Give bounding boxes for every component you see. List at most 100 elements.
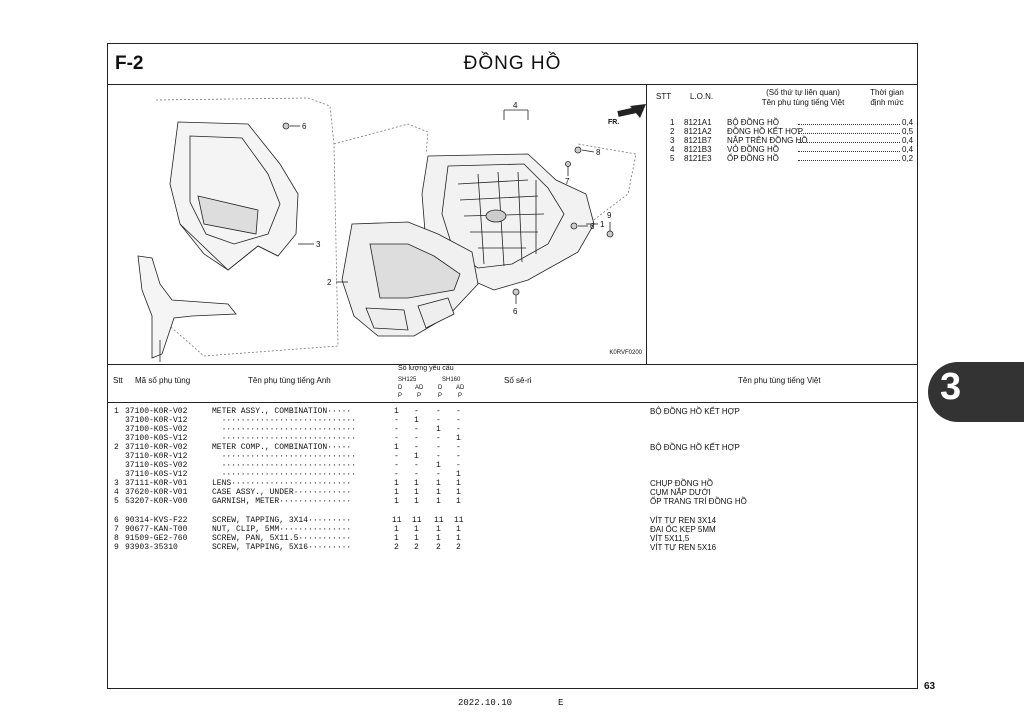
row-qty-4: 1 [456, 497, 461, 506]
th-p2: P [417, 393, 422, 399]
table-row: 37100-K0S-V12 ··························… [108, 434, 917, 443]
table-row: 37110-K0S-V12 ··························… [108, 470, 917, 479]
row-english-name: LENS························· [212, 479, 352, 488]
row-qty-3: 1 [436, 525, 441, 534]
exploded-diagram: FR. 1 2 3 4 5 6 6 6 7 8 9 K0RVF0200 [108, 84, 647, 364]
callout-9: 9 [607, 211, 612, 220]
row-english-name: SCREW, PAN, 5X11.5··········· [212, 534, 352, 543]
row-qty-1: - [394, 434, 399, 443]
row-part-number: 93903-35310 [125, 543, 178, 552]
row-item-number: 8 [114, 534, 119, 543]
row-qty-4: - [456, 443, 461, 452]
row-qty-2: - [414, 443, 419, 452]
row-qty-3: 1 [436, 479, 441, 488]
th-p4: P [458, 393, 463, 399]
row-qty-1: - [394, 416, 399, 425]
legend-header-name: (Số thứ tự liên quan) Tên phụ tùng tiếng… [738, 88, 868, 108]
th-vietnamese-name: Tên phụ tùng tiếng Việt [738, 376, 821, 385]
callout-6b: 6 [590, 222, 595, 231]
legend-time: 0,2 [902, 154, 914, 163]
row-vietnamese-name: ĐAI ỐC KẸP 5MM [650, 525, 716, 534]
row-english-name: METER ASSY., COMBINATION····· [212, 407, 352, 416]
legend-header-name-1: (Số thứ tự liên quan) [766, 88, 840, 97]
legend-leader-dots [798, 127, 900, 134]
diagram-divider [108, 364, 917, 365]
legend-stt: 1 [670, 118, 675, 127]
row-qty-1: 1 [394, 443, 399, 452]
table-row: 37110-K0S-V02 ··························… [108, 461, 917, 470]
row-qty-3: - [436, 470, 441, 479]
legend-time: 0,4 [902, 136, 914, 145]
th-d1: D [398, 385, 403, 391]
row-qty-2: - [414, 470, 419, 479]
row-qty-4: 1 [456, 488, 461, 497]
row-qty-3: 1 [436, 461, 441, 470]
row-vietnamese-name: ỐP TRANG TRÍ ĐỒNG HỒ [650, 497, 747, 506]
row-qty-3: 1 [436, 497, 441, 506]
legend-name: NẮP TRÊN ĐỒNG HỒ [727, 136, 808, 145]
th-part-number: Mã số phụ tùng [135, 376, 191, 385]
legend-lon: 8121B3 [684, 145, 712, 154]
callout-7: 7 [565, 177, 570, 186]
row-qty-4: - [456, 452, 461, 461]
row-qty-3: - [436, 416, 441, 425]
legend-lon: 8121A2 [684, 127, 712, 136]
legend-stt: 4 [670, 145, 675, 154]
legend-leader-dots [798, 145, 900, 152]
row-qty-2: 1 [414, 525, 419, 534]
th-ad1: AD [415, 385, 424, 391]
callout-3: 3 [316, 240, 321, 249]
legend-lon: 8121A1 [684, 118, 712, 127]
row-item-number: 4 [114, 488, 119, 497]
row-english-name: ···························· [212, 434, 357, 443]
row-qty-1: - [394, 461, 399, 470]
row-qty-2: 1 [414, 534, 419, 543]
th-sh125: SH125 [398, 377, 417, 383]
row-qty-3: - [436, 434, 441, 443]
th-quantity: Số lượng yêu cầu [398, 365, 454, 372]
page-title: ĐỒNG HỒ [463, 53, 562, 74]
row-qty-2: 1 [414, 497, 419, 506]
table-row: 37100-K0S-V02 ··························… [108, 425, 917, 434]
row-qty-1: 1 [394, 407, 399, 416]
row-part-number: 37100-K0R-V02 [125, 407, 188, 416]
row-item-number: 9 [114, 543, 119, 552]
row-part-number: 37100-K0S-V02 [125, 425, 188, 434]
table-row: 37110-K0R-V12 ··························… [108, 452, 917, 461]
callout-1: 1 [600, 220, 605, 229]
row-qty-4: 1 [456, 434, 461, 443]
row-qty-2: 1 [414, 488, 419, 497]
row-part-number: 37100-K0R-V12 [125, 416, 188, 425]
row-qty-1: - [394, 452, 399, 461]
row-qty-1: 2 [394, 543, 399, 552]
th-serial: Số sê-ri [504, 376, 532, 385]
row-qty-3: 11 [434, 516, 444, 525]
diagram-ref-code: K0RVF0200 [609, 350, 642, 356]
th-stt: Stt [113, 376, 123, 385]
row-part-number: 90314-KVS-F22 [125, 516, 188, 525]
row-qty-2: 11 [412, 516, 422, 525]
legend-header-time: Thời gian định mức [862, 88, 912, 108]
header-divider [108, 402, 917, 403]
table-row: 37100-K0R-V12 ··························… [108, 416, 917, 425]
row-vietnamese-name: VÍT 5X11,5 [650, 534, 690, 543]
th-sh160: SH160 [442, 377, 461, 383]
fr-label: FR. [608, 119, 619, 126]
row-vietnamese-name: VÍT TỰ REN 5X16 [650, 543, 717, 552]
row-qty-3: 1 [436, 534, 441, 543]
legend-header-stt: STT [656, 92, 672, 101]
row-qty-4: 2 [456, 543, 461, 552]
section-code: F-2 [115, 53, 144, 74]
row-part-number: 37110-K0R-V12 [125, 452, 188, 461]
row-item-number: 7 [114, 525, 119, 534]
row-qty-2: - [414, 434, 419, 443]
row-part-number: 37111-K0R-V01 [125, 479, 188, 488]
legend-leader-dots [798, 154, 900, 161]
row-qty-4: - [456, 416, 461, 425]
